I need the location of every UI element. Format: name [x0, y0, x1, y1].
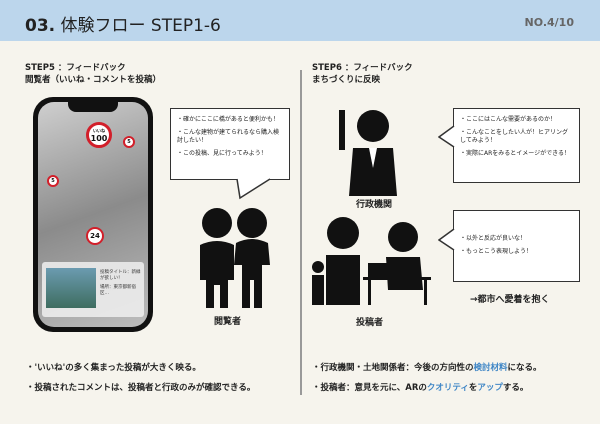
post-place: 場所：東京都新宿区… — [100, 285, 136, 296]
government-official-icon — [339, 110, 397, 196]
header-bar: 03. 体験フロー STEP1-6 NO.4/10 — [0, 0, 600, 41]
government-label: 行政機関 — [356, 200, 393, 210]
bullet-2: ・投稿者：意見を元に、ARのクオリティをアップする。 — [312, 383, 529, 393]
result-text: →都市へ愛着を抱く — [470, 295, 550, 305]
step6-bullets: ・行政機関・土地関係者：今後の方向性の検討材料になる。 ・投稿者：意見を元に、A… — [312, 358, 542, 398]
poster-comment-bubble: ・以外と反応が良いな！・もっとこう表現しよう！ — [453, 210, 580, 282]
step5-heading: STEP5 ：フィードバック閲覧者（いいね・コメントを投稿） — [25, 63, 162, 85]
bubble-tail — [438, 125, 455, 148]
like-pin[interactable]: 24 — [86, 227, 104, 245]
viewer-comment-bubble: ・確かにここに橋があると便利かも！・こんな建物が建てられるなら購入検討したい！・… — [170, 108, 290, 180]
page-number: NO.4/10 — [524, 16, 574, 29]
poster-family-icon — [312, 217, 431, 305]
like-pin[interactable]: 5 — [123, 136, 135, 148]
like-pin[interactable]: 5 — [47, 175, 59, 187]
bullet-1: ・行政機関・土地関係者：今後の方向性の検討材料になる。 — [312, 363, 542, 373]
post-card[interactable]: 投稿タイトル：新緑が欲しい！ 場所：東京都新宿区… — [42, 262, 144, 317]
government-comment-bubble: ・ここにはこんな需要があるのか！・こんなことをしたい人が！ヒアリングしてみよう！… — [453, 108, 580, 183]
viewers-silhouette-icon — [200, 208, 270, 308]
post-image — [46, 268, 96, 308]
page-title: 03. 体験フロー STEP1-6 — [25, 16, 221, 36]
poster-label: 投稿者 — [356, 318, 384, 328]
bubble-tail — [438, 228, 455, 251]
divider — [300, 70, 302, 395]
step5-bullets: ・'いいね'の多く集まった投稿が大きく映る。・投稿されたコメントは、投稿者と行政… — [26, 363, 256, 393]
post-title: 投稿タイトル：新緑が欲しい！ — [100, 270, 141, 281]
phone-notch — [68, 102, 118, 112]
viewer-label: 閲覧者 — [214, 317, 242, 327]
bubble-tail — [236, 178, 271, 200]
step6-heading: STEP6 ：フィードバックまちづくりに反映 — [312, 63, 413, 85]
